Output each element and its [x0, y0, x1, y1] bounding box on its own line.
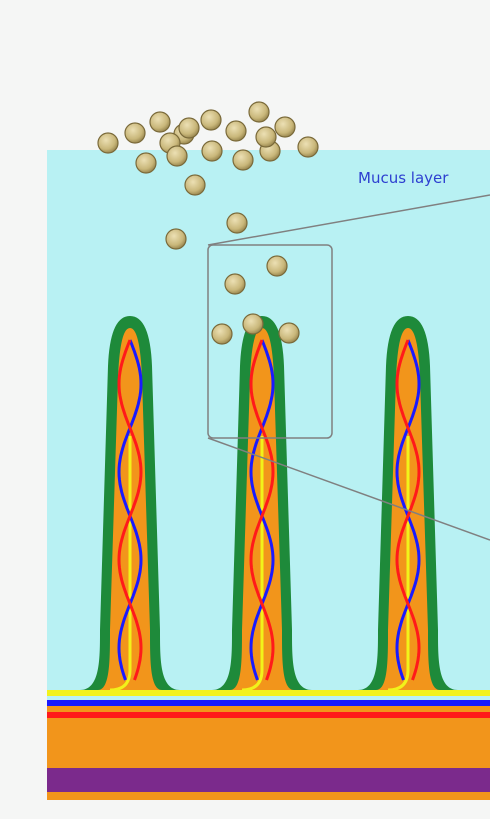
- microparticle-icon: [98, 133, 118, 153]
- microparticle-icon: [179, 118, 199, 138]
- microparticle-icon: [226, 121, 246, 141]
- villi-group: [80, 316, 458, 690]
- basal-vein: [47, 700, 490, 706]
- microparticle-icon: [225, 274, 245, 294]
- microparticle-icon: [201, 110, 221, 130]
- microparticle-icon: [243, 314, 263, 334]
- microparticle-icon: [256, 127, 276, 147]
- microparticle-icon: [227, 213, 247, 233]
- tissue-layers: [47, 705, 490, 800]
- microparticle-icon: [167, 146, 187, 166]
- microparticle-icon: [275, 117, 295, 137]
- microparticle-icon: [233, 150, 253, 170]
- microparticle-icon: [136, 153, 156, 173]
- microparticle-icon: [212, 324, 232, 344]
- microparticle-icon: [298, 137, 318, 157]
- mucus-layer-label: Mucus layer: [358, 169, 449, 187]
- microparticle-icon: [249, 102, 269, 122]
- microparticle-icon: [125, 123, 145, 143]
- basal-artery: [47, 712, 490, 718]
- microparticle-icon: [166, 229, 186, 249]
- basal-vessels: [47, 690, 490, 718]
- microparticle-icon: [267, 256, 287, 276]
- microparticle-icon: [185, 175, 205, 195]
- basal-lacteal: [47, 690, 490, 696]
- microparticle-icon: [279, 323, 299, 343]
- microparticle-icon: [202, 141, 222, 161]
- muscularis-layer: [47, 768, 490, 792]
- microparticle-icon: [150, 112, 170, 132]
